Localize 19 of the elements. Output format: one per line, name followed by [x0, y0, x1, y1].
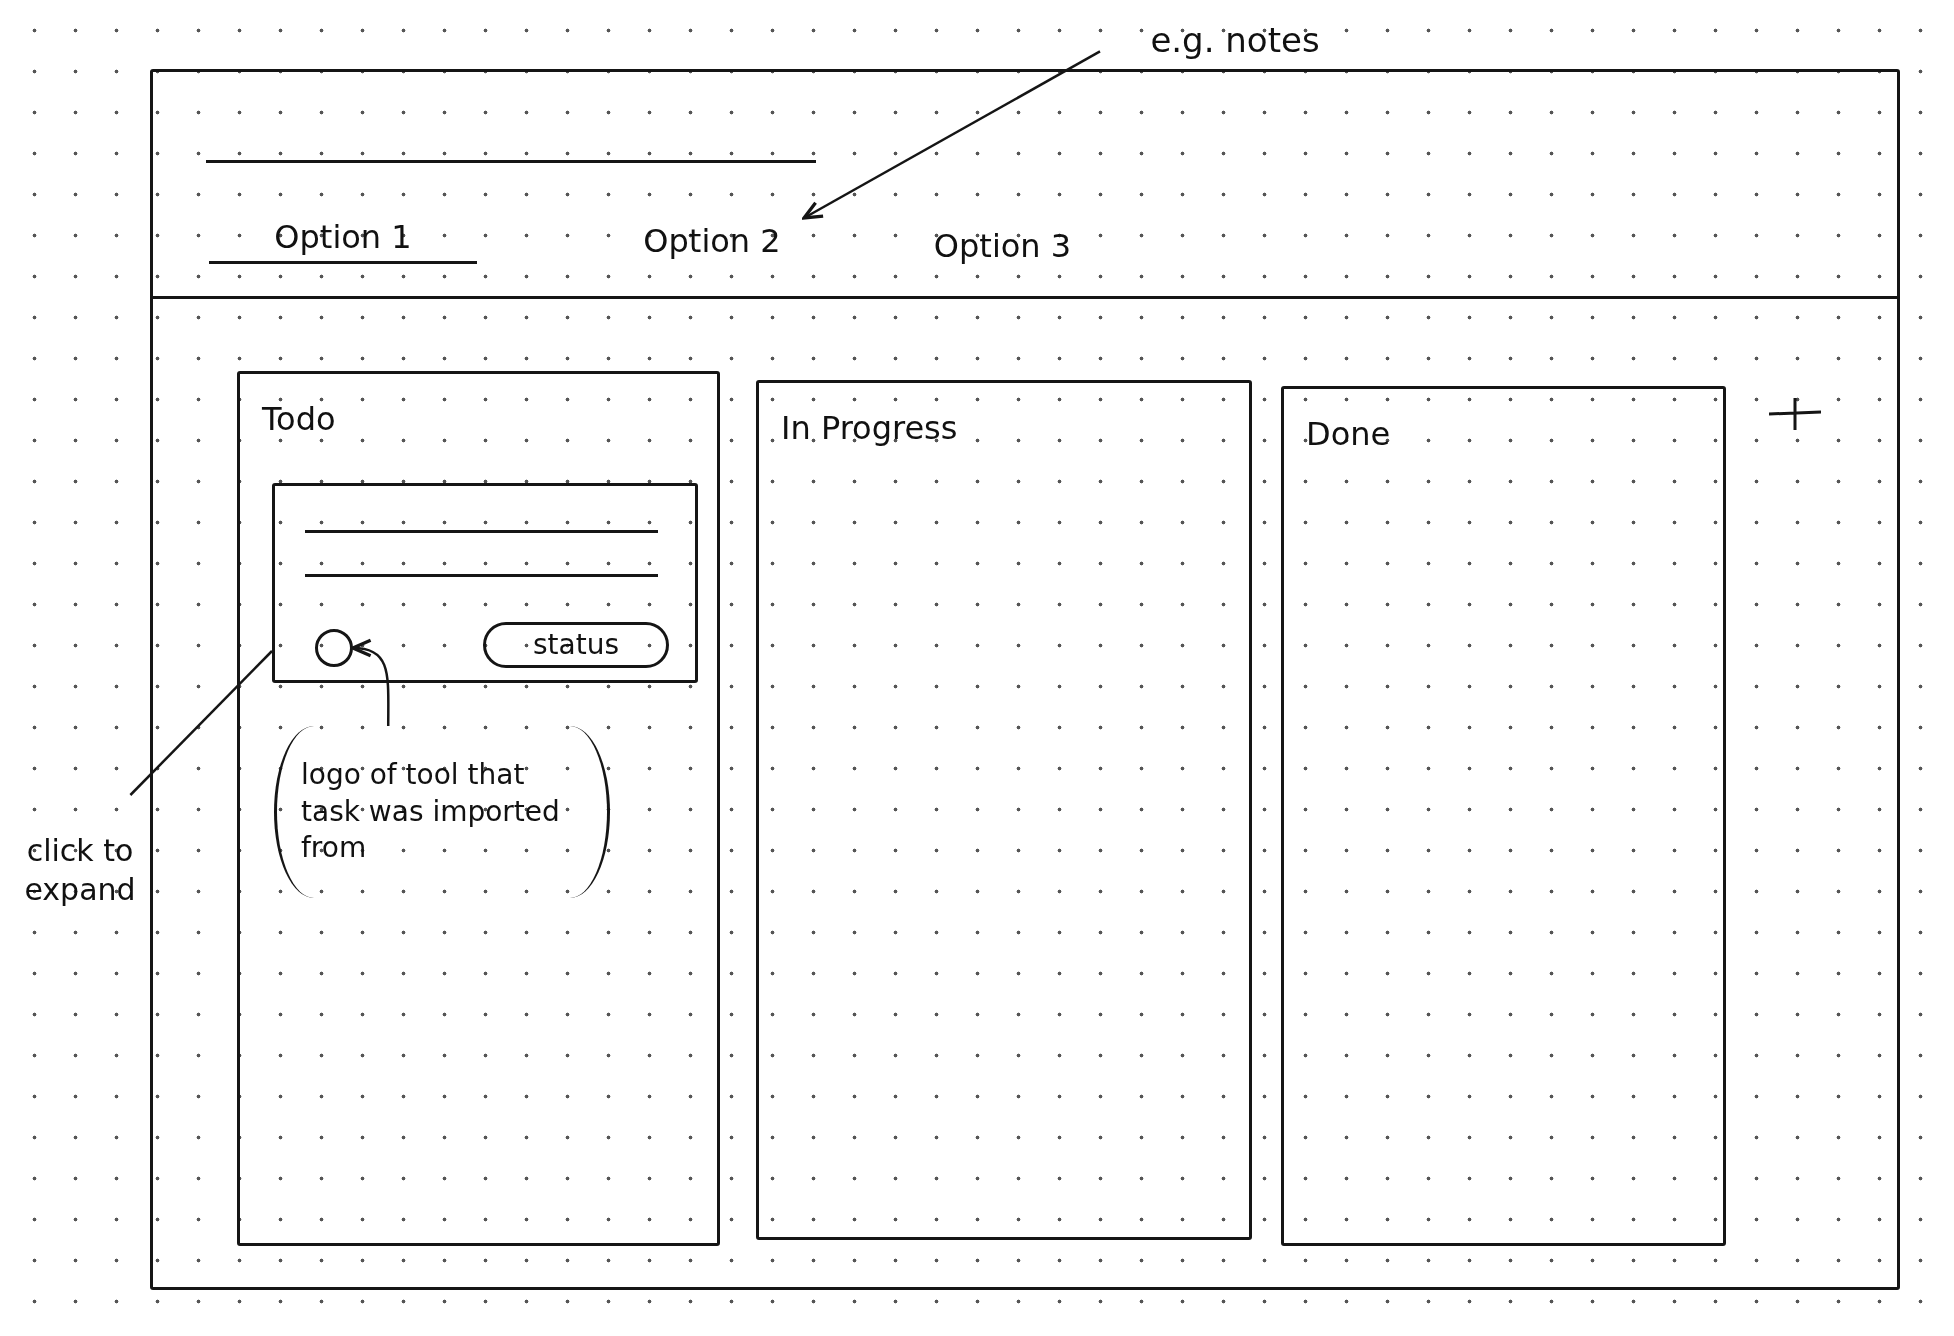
- tab-label: Option 3: [932, 226, 1073, 267]
- annotation-note: e.g. notes: [1100, 14, 1370, 66]
- task-card: [272, 483, 698, 683]
- tab-label: Option 2: [612, 218, 812, 266]
- board-column: [237, 371, 720, 1246]
- board-column: [1281, 386, 1726, 1246]
- column-title: Done: [1306, 415, 1391, 453]
- leader-arrow: [351, 639, 390, 726]
- column-title: In Progress: [781, 409, 958, 447]
- annotation-note: logo of tool that task was imported from: [274, 726, 610, 898]
- circle-icon: [315, 629, 353, 667]
- app-window-frame: [150, 69, 1900, 1290]
- column-title: Todo: [262, 400, 336, 438]
- active-tab-label: Option 1: [209, 212, 477, 264]
- status-badge: status: [483, 622, 669, 668]
- leader-arrow: [802, 50, 1101, 220]
- leader-line: [129, 650, 273, 796]
- board-column: [756, 380, 1252, 1240]
- annotation-note: click to expand: [10, 795, 150, 945]
